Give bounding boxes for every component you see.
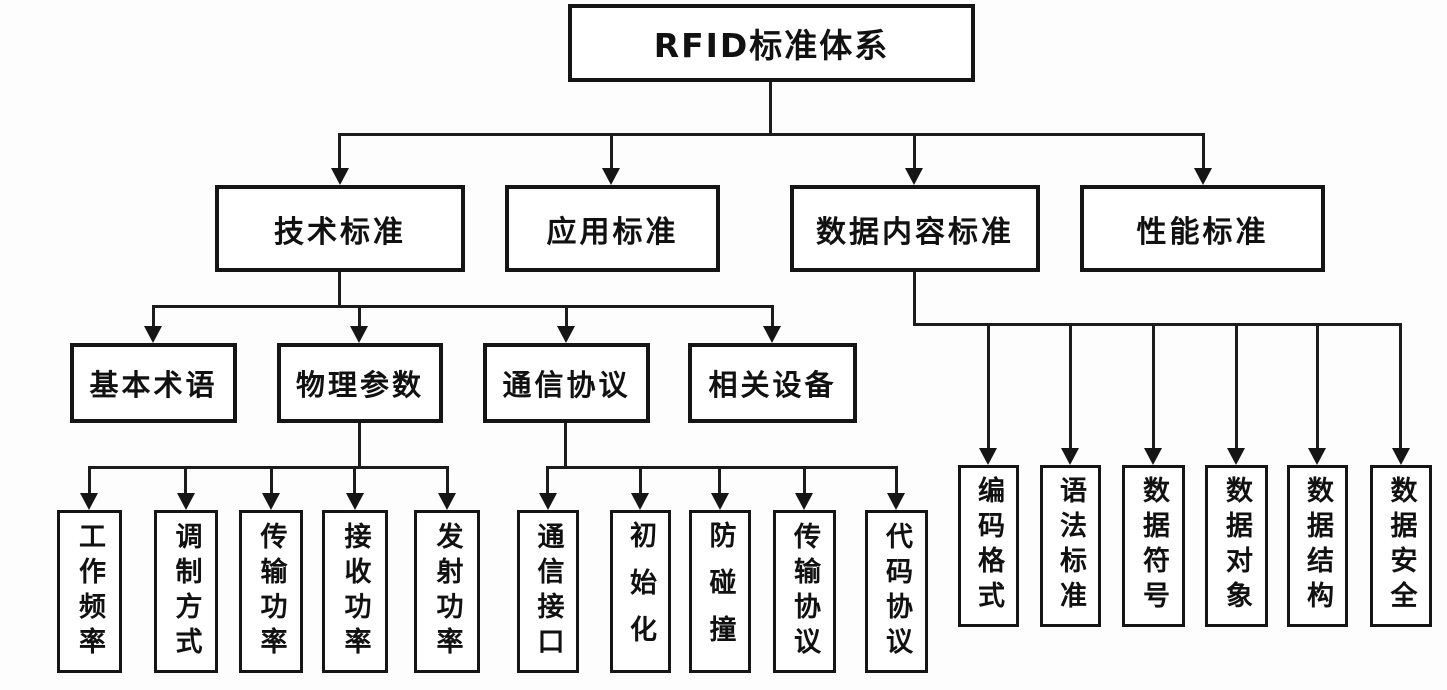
connector-drop [718,466,721,493]
node-transmission-protocol: 传输协议 [773,510,836,673]
connector-drop [1399,323,1402,448]
node-basic-terminology: 基本术语 [70,343,237,423]
node-communication-protocol: 通信协议 [483,343,650,423]
node-anti-collision: 防碰撞 [689,510,751,673]
connector-drop [353,466,356,493]
connector-drop [152,305,155,327]
arrow-down-icon [602,168,620,185]
arrow-down-icon [711,493,729,510]
node-communication-interface: 通信接口 [517,510,579,673]
node-technical-standard: 技术标准 [215,185,465,272]
node-encoding-format: 编码格式 [958,465,1019,627]
connector-drop [987,323,990,448]
arrow-down-icon [1308,448,1326,465]
node-data-object: 数据对象 [1205,465,1268,627]
connector-drop [1202,133,1205,168]
connector-drop [184,466,187,493]
arrow-down-icon [1227,448,1245,465]
arrow-down-icon [631,493,649,510]
node-transmission-power: 传输功率 [239,510,303,673]
connector-physical-bus [89,466,449,469]
connector-drop [1235,323,1238,448]
node-related-equipment: 相关设备 [688,343,857,423]
node-emission-power: 发射功率 [414,510,480,673]
node-physical-parameters: 物理参数 [277,343,443,423]
connector-drop [358,305,361,327]
connector-drop [446,466,449,493]
arrow-down-icon [80,493,98,510]
node-rfid-standard-system: RFID标准体系 [568,4,975,82]
arrow-down-icon [1061,448,1079,465]
node-data-content-standard: 数据内容标准 [790,185,1040,272]
node-code-protocol: 代码协议 [865,510,928,673]
arrow-down-icon [1392,448,1410,465]
node-modulation-method: 调制方式 [154,510,218,673]
connector-comm-stem [564,423,567,466]
connector-drop [1069,323,1072,448]
connector-drop [610,133,613,168]
connector-drop [546,466,549,493]
arrow-down-icon [795,493,813,510]
node-data-structure: 数据结构 [1287,465,1348,627]
node-data-symbol: 数据符号 [1122,465,1185,627]
connector-top-bus [338,133,1205,136]
arrow-down-icon [144,326,162,343]
connector-drop [270,466,273,493]
connector-data-stem [913,272,916,323]
arrow-down-icon [763,326,781,343]
arrow-down-icon [350,326,368,343]
connector-drop [771,305,774,327]
connector-drop [895,466,898,493]
arrow-down-icon [262,493,280,510]
arrow-down-icon [1194,168,1212,185]
arrow-down-icon [905,168,923,185]
arrow-down-icon [346,493,364,510]
arrow-down-icon [1144,448,1162,465]
node-initialization: 初始化 [610,510,671,673]
connector-technical-bus [152,305,774,308]
connector-data-bus [913,323,1402,326]
connector-physical-stem [358,423,361,466]
node-data-security: 数据安全 [1370,465,1432,627]
connector-drop [1152,323,1155,448]
connector-technical-stem [338,272,341,305]
arrow-down-icon [979,448,997,465]
connector-drop [803,466,806,493]
connector-drop [88,466,91,493]
node-receiving-power: 接收功率 [322,510,388,673]
arrow-down-icon [438,493,456,510]
arrow-down-icon [887,493,905,510]
connector-drop [639,466,642,493]
arrow-down-icon [539,493,557,510]
connector-drop [1316,323,1319,448]
node-application-standard: 应用标准 [505,185,720,272]
node-syntax-standard: 语法标准 [1040,465,1101,627]
node-operating-frequency: 工作频率 [57,510,122,673]
connector-drop [913,133,916,168]
connector-root-stem [769,82,772,133]
arrow-down-icon [331,168,349,185]
connector-drop [338,133,341,168]
arrow-down-icon [557,326,575,343]
connector-drop [565,305,568,327]
connector-comm-bus [546,466,898,469]
node-performance-standard: 性能标准 [1080,185,1325,272]
arrow-down-icon [177,493,195,510]
